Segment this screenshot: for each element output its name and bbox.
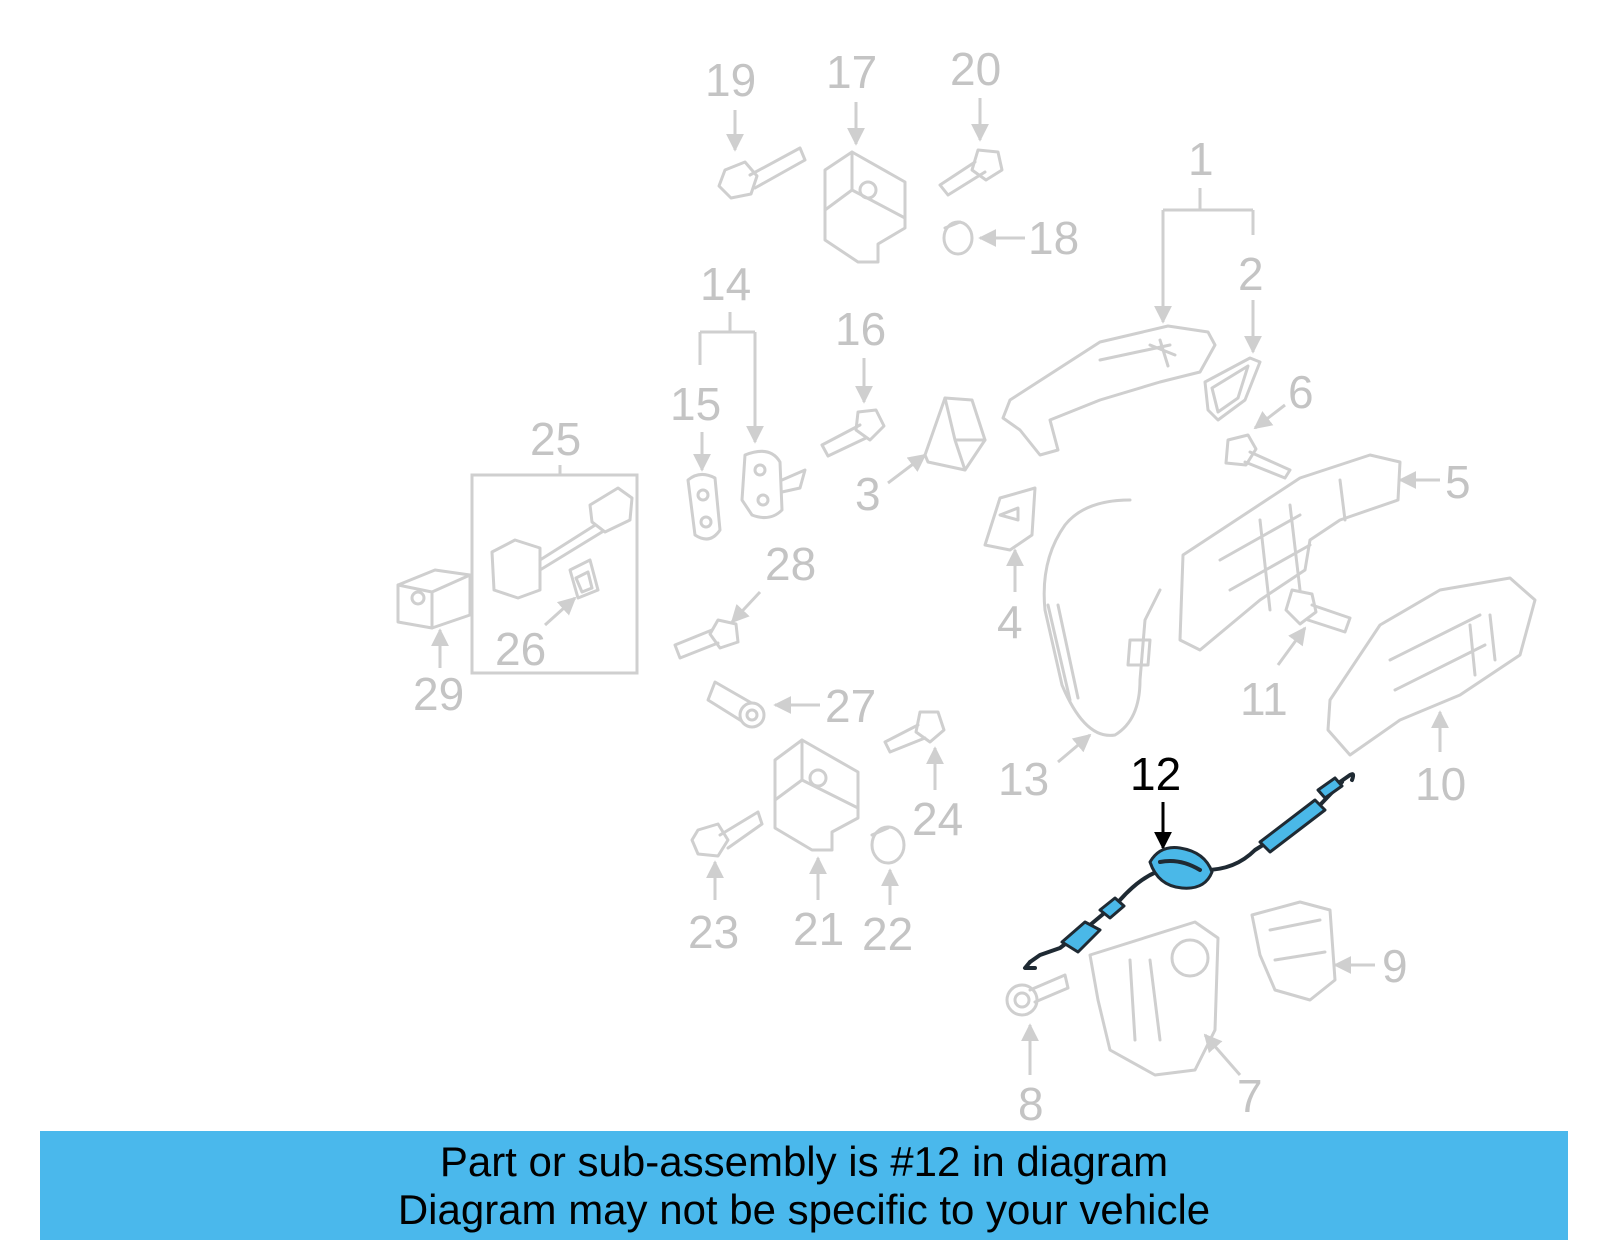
part-1-bracket: 1 2 — [1154, 133, 1264, 354]
part-1-door-handle — [1001, 324, 1217, 457]
label-9: 9 — [1382, 940, 1408, 992]
label-18: 18 — [1028, 212, 1079, 264]
label-26: 26 — [495, 623, 546, 675]
label-24: 24 — [912, 793, 963, 845]
part-18-cap: 18 — [942, 212, 1079, 264]
label-27: 27 — [825, 680, 876, 732]
label-5: 5 — [1445, 456, 1471, 508]
part-6-screw: 6 — [1224, 366, 1314, 480]
banner-line-1: Part or sub-assembly is #12 in diagram — [439, 1138, 1169, 1185]
part-7-latch: 7 — [1088, 920, 1263, 1122]
label-11: 11 — [1240, 673, 1288, 725]
part-21-hinge: 21 — [773, 738, 860, 955]
label-29: 29 — [413, 668, 464, 720]
part-8-bolt: 8 — [1005, 973, 1070, 1130]
part-9-actuator: 9 — [1250, 900, 1408, 1002]
part-28-bolt: 28 — [673, 538, 816, 660]
part-23-bolt: 23 — [688, 810, 764, 958]
label-28: 28 — [765, 538, 816, 590]
part-4-cover: 4 — [983, 486, 1037, 648]
label-8: 8 — [1018, 1078, 1044, 1130]
label-25: 25 — [530, 413, 581, 465]
label-1: 1 — [1188, 133, 1214, 185]
part-3-cover: 3 — [855, 396, 987, 520]
label-6: 6 — [1288, 366, 1314, 418]
part-11-screw: 11 — [1240, 588, 1352, 725]
part-13-cable: 13 — [998, 498, 1162, 805]
label-17: 17 — [826, 46, 877, 98]
label-15: 15 — [670, 378, 721, 430]
part-27-bolt: 27 — [706, 680, 876, 732]
label-22: 22 — [862, 908, 913, 960]
label-20: 20 — [950, 43, 1001, 95]
part-16-bolt: 16 — [820, 303, 886, 458]
part-24-bolt: 24 — [883, 710, 963, 845]
label-2: 2 — [1238, 248, 1264, 300]
label-12: 12 — [1130, 748, 1181, 800]
label-16: 16 — [835, 303, 886, 355]
label-21: 21 — [793, 903, 844, 955]
info-banner: Part or sub-assembly is #12 in diagram D… — [40, 1131, 1568, 1240]
label-23: 23 — [688, 906, 739, 958]
part-29-bracket: 29 — [396, 568, 472, 720]
label-7: 7 — [1237, 1070, 1263, 1122]
label-10: 10 — [1415, 758, 1466, 810]
label-14: 14 — [700, 258, 751, 310]
label-4: 4 — [997, 596, 1023, 648]
banner-line-2: Diagram may not be specific to your vehi… — [397, 1186, 1211, 1233]
part-10-inner-handle: 10 — [1326, 576, 1537, 810]
part-19-bolt: 19 — [705, 54, 807, 200]
label-3: 3 — [855, 468, 881, 520]
part-17-hinge: 17 — [823, 46, 907, 264]
part-2-gasket — [1203, 356, 1262, 422]
label-13: 13 — [998, 753, 1049, 805]
label-19: 19 — [705, 54, 756, 106]
part-12-cable-highlighted: 12 — [1023, 748, 1356, 970]
part-20-bolt: 20 — [938, 43, 1004, 197]
part-5-carrier: 5 — [1178, 453, 1471, 652]
part-22-cap: 22 — [862, 825, 913, 960]
part-25-check-link: 25 26 — [470, 413, 639, 675]
part-14-15-shims: 14 15 — [670, 258, 807, 541]
